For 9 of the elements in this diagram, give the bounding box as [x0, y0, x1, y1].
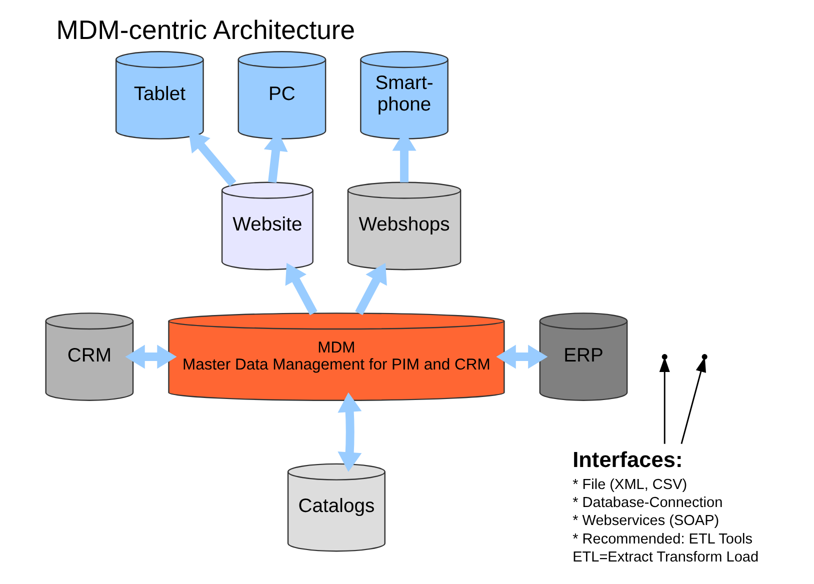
- arrow: [659, 356, 670, 444]
- arrow: [285, 262, 318, 316]
- arrow: [680, 357, 706, 444]
- arrow: [125, 344, 177, 369]
- node-text: Interfaces: * File (XML, CSV) * Database-Connection * Webservices (SOAP) * Recommended: ETL Tools ETL=Extract Transform Load: [572, 446, 759, 566]
- arrow: [355, 262, 387, 316]
- diagram-title: MDM-centric Architecture: [56, 15, 356, 46]
- arrow: [496, 344, 548, 369]
- arrow: [338, 392, 362, 472]
